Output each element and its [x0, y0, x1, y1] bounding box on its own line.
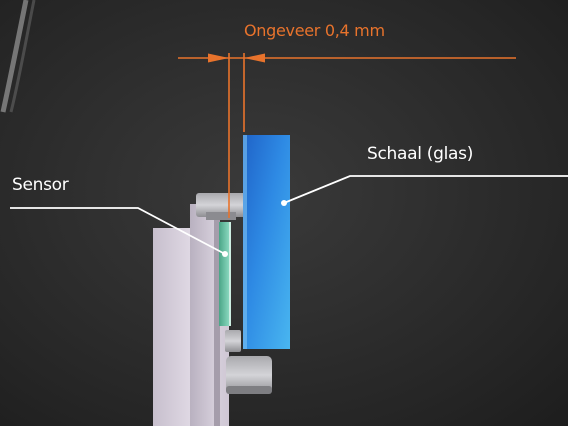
top-clamp [196, 193, 248, 217]
scale-leader-line [283, 175, 568, 204]
top-clamp-lip [206, 212, 236, 220]
gap-dimension [178, 53, 516, 218]
sensor-label: Sensor [12, 175, 69, 195]
lower-screw-large [226, 356, 272, 394]
lower-screw-shadow [226, 386, 272, 394]
glass-scale [243, 135, 290, 349]
arrowhead-left [208, 53, 229, 63]
background-edge-highlight [0, 0, 29, 113]
lower-screw-small [225, 330, 241, 352]
glass-scale-highlight [243, 135, 247, 349]
sensor-strip-edge [229, 222, 231, 326]
scale-leader-dot [281, 200, 287, 206]
arrowhead-right [244, 53, 265, 63]
sensor-leader-dot [222, 251, 228, 257]
sensor-strip [219, 222, 230, 326]
scale-label: Schaal (glas) [367, 144, 474, 164]
background-edge-shadow [9, 0, 36, 113]
sensor-leader-line [10, 207, 226, 255]
sensor-bracket [190, 204, 218, 426]
bracket-shadow [214, 214, 220, 426]
gap-dimension-label: Ongeveer 0,4 mm [244, 21, 385, 40]
